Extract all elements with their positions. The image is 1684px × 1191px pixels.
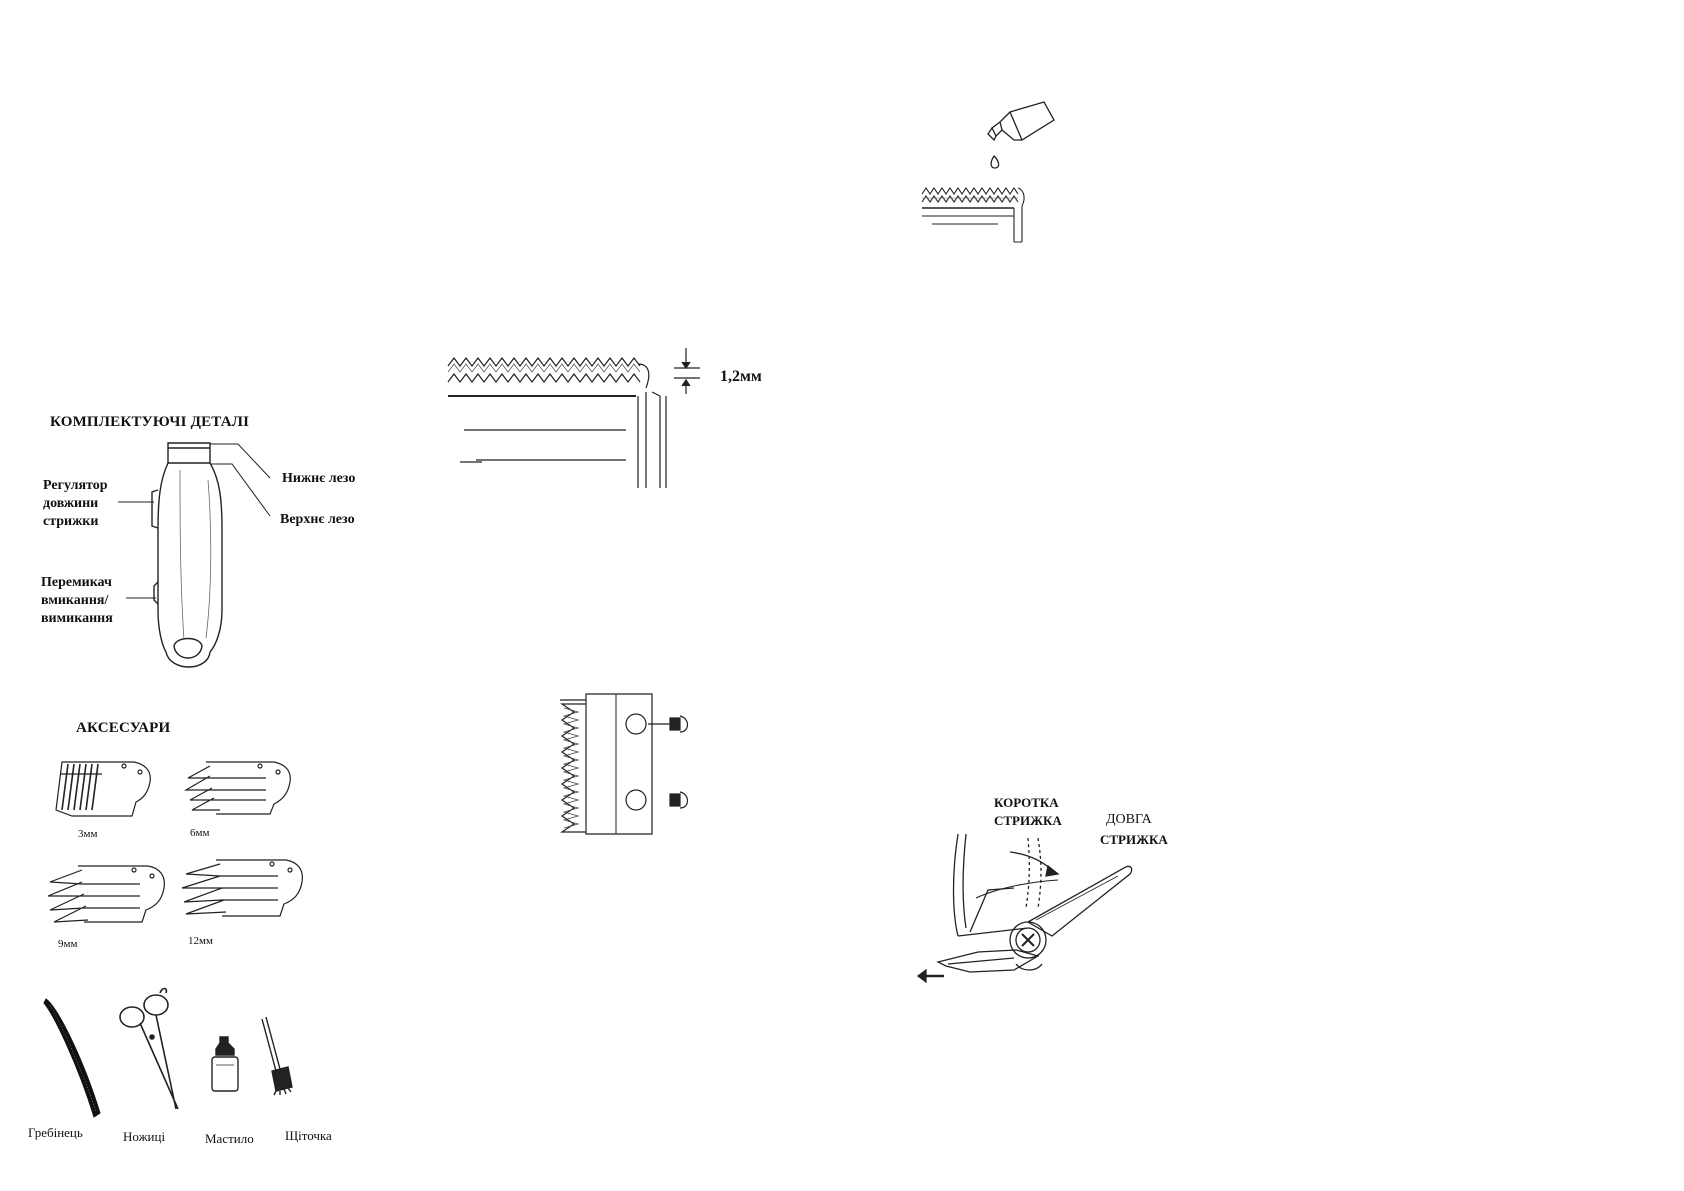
components-heading: КОМПЛЕКТУЮЧІ ДЕТАЛІ xyxy=(50,414,250,430)
scissors-icon xyxy=(116,985,188,1113)
comb-3mm-icon xyxy=(52,758,156,824)
oil-dropper-icon xyxy=(986,100,1056,176)
scissors-label: Ножиці xyxy=(123,1129,166,1144)
oil-label: Мастило xyxy=(205,1131,254,1146)
gap-indicator-icon xyxy=(672,346,702,396)
comb-12mm-icon xyxy=(182,856,306,928)
comb-9mm-label: 9мм xyxy=(58,938,78,950)
brush-icon xyxy=(258,1015,308,1095)
blade-leader-lines xyxy=(210,442,280,522)
blade-screw-icon xyxy=(552,690,698,838)
upper-blade-label: Верхнє лезо xyxy=(280,512,355,527)
barber-comb-icon xyxy=(42,995,106,1119)
comb-9mm-icon xyxy=(48,860,170,932)
length-regulator-label: Регулятор довжини стрижки xyxy=(43,478,108,529)
lever-icon xyxy=(918,832,1144,988)
regulator-leader-line xyxy=(118,500,158,504)
accessories-heading: АКСЕСУАРИ xyxy=(76,720,171,736)
comb-label: Гребінець xyxy=(28,1125,83,1140)
comb-3mm-label: 3мм xyxy=(78,828,98,840)
comb-6mm-label: 6мм xyxy=(190,827,210,839)
switch-leader-line xyxy=(126,596,166,600)
short-cut-label: КОРОТКА СТРИЖКА xyxy=(994,795,1062,828)
comb-6mm-icon xyxy=(186,758,296,824)
lower-blade-label: Нижнє лезо xyxy=(282,471,356,486)
long-cut-label: ДОВГА СТРИЖКА xyxy=(1100,812,1168,847)
oiled-blade-icon xyxy=(918,186,1030,246)
oil-bottle-icon xyxy=(206,1035,244,1095)
comb-12mm-label: 12мм xyxy=(188,935,213,947)
brush-label: Щіточка xyxy=(285,1128,332,1143)
power-switch-label: Перемикач вмикання/ вимикання xyxy=(41,575,113,626)
blade-assembly-icon xyxy=(446,352,676,492)
gap-value-label: 1,2мм xyxy=(720,368,762,385)
clipper-icon xyxy=(150,440,230,665)
